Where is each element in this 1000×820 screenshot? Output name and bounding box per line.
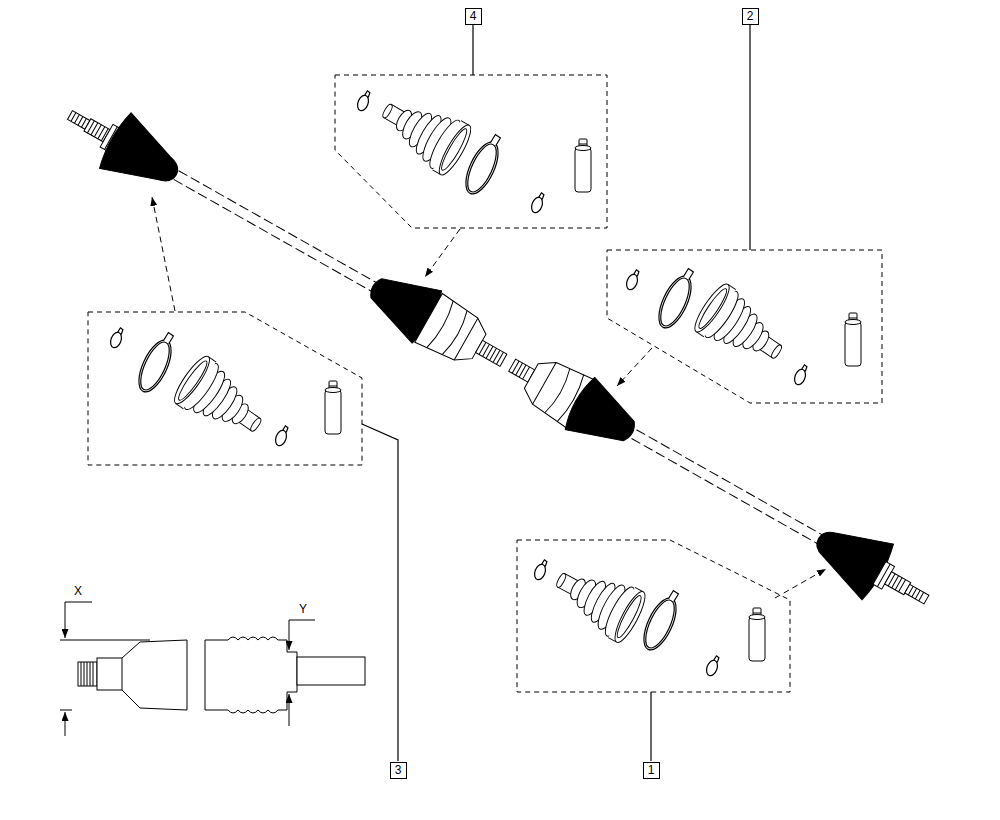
callout-box: 4 <box>465 8 482 25</box>
kit-outlines <box>88 75 882 692</box>
leader-lines <box>362 25 750 761</box>
callout-box: 3 <box>390 762 407 779</box>
boot-kit <box>625 264 861 386</box>
kit-arrows <box>152 197 826 598</box>
dimension-label: X <box>74 585 82 597</box>
callout-number: 4 <box>470 10 477 22</box>
boot-kit <box>109 326 341 450</box>
driveshaft <box>54 87 942 627</box>
callout-box: 2 <box>742 8 759 25</box>
callout-number: 3 <box>395 764 402 776</box>
callout-number: 1 <box>648 764 655 776</box>
boot-kit <box>533 554 765 677</box>
boot-kit <box>356 85 591 214</box>
dimension-label: Y <box>299 603 307 615</box>
detail-figure <box>60 602 365 736</box>
callout-number: 2 <box>747 10 754 22</box>
callout-box: 1 <box>643 762 660 779</box>
